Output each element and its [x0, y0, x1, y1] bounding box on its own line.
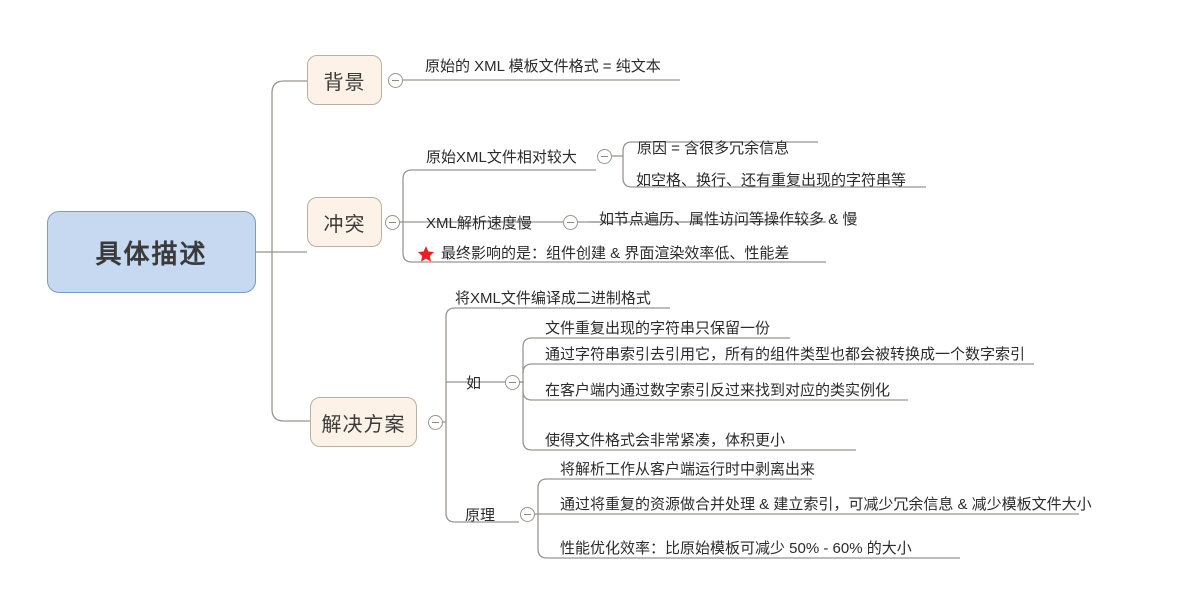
branch-node-background[interactable]: 背景: [307, 55, 382, 105]
leaf-node-client-index-lookup[interactable]: 在客户端内通过数字索引反过来找到对应的类实例化: [545, 382, 891, 399]
leaf-node-string-index-ref[interactable]: 通过字符串索引去引用它，所有的组件类型也都会被转换成一个数字索引: [545, 346, 1026, 363]
leaf-node-node-traverse[interactable]: 如节点遍历、属性访问等操作较多 & 慢: [599, 211, 858, 228]
root-node[interactable]: 具体描述: [47, 211, 256, 293]
branch-node-solution[interactable]: 解决方案: [310, 397, 417, 447]
leaf-node-final-impact[interactable]: 最终影响的是：组件创建 & 界面渲染效率低、性能差: [417, 240, 837, 267]
collapse-minus-icon-examples[interactable]: [505, 375, 520, 390]
leaf-node-perf-gain[interactable]: 性能优化效率：比原始模板可减少 50% - 60% 的大小: [560, 540, 912, 557]
node-conflict-parse-slow[interactable]: XML解析速度慢: [426, 214, 532, 232]
leaf-node-final-impact-label: 最终影响的是：组件创建 & 界面渲染效率低、性能差: [441, 244, 790, 262]
collapse-minus-icon-background[interactable]: [388, 73, 403, 88]
node-solution-examples[interactable]: 如: [466, 374, 482, 392]
collapse-minus-icon-conflict[interactable]: [385, 215, 400, 230]
leaf-node-whitespace-newline[interactable]: 如空格、换行、还有重复出现的字符串等: [636, 172, 907, 189]
leaf-node-redundant-info[interactable]: 原因 = 含很多冗余信息: [637, 140, 790, 157]
leaf-node-background-1[interactable]: 原始的 XML 模板文件格式 = 纯文本: [425, 58, 661, 75]
node-conflict-xml-large[interactable]: 原始XML文件相对较大: [426, 148, 577, 166]
collapse-minus-icon-solution[interactable]: [428, 415, 443, 430]
collapse-minus-icon-parse-slow[interactable]: [563, 215, 578, 230]
leaf-node-merge-resources[interactable]: 通过将重复的资源做合并处理 & 建立索引，可减少冗余信息 & 减少模板文件大小: [560, 496, 1092, 513]
branch-node-conflict[interactable]: 冲突: [307, 197, 382, 247]
leaf-node-offload-parsing[interactable]: 将解析工作从客户端运行时中剥离出来: [560, 461, 816, 478]
red-star-icon: [417, 245, 435, 263]
leaf-node-dedupe-strings[interactable]: 文件重复出现的字符串只保留一份: [545, 320, 771, 337]
node-solution-principle[interactable]: 原理: [465, 506, 496, 524]
leaf-node-compact-format[interactable]: 使得文件格式会非常紧凑，体积更小: [545, 432, 786, 449]
collapse-minus-icon-xml-large[interactable]: [597, 149, 612, 164]
collapse-minus-icon-principle[interactable]: [520, 507, 535, 522]
leaf-node-compile-binary[interactable]: 将XML文件编译成二进制格式: [455, 290, 651, 307]
